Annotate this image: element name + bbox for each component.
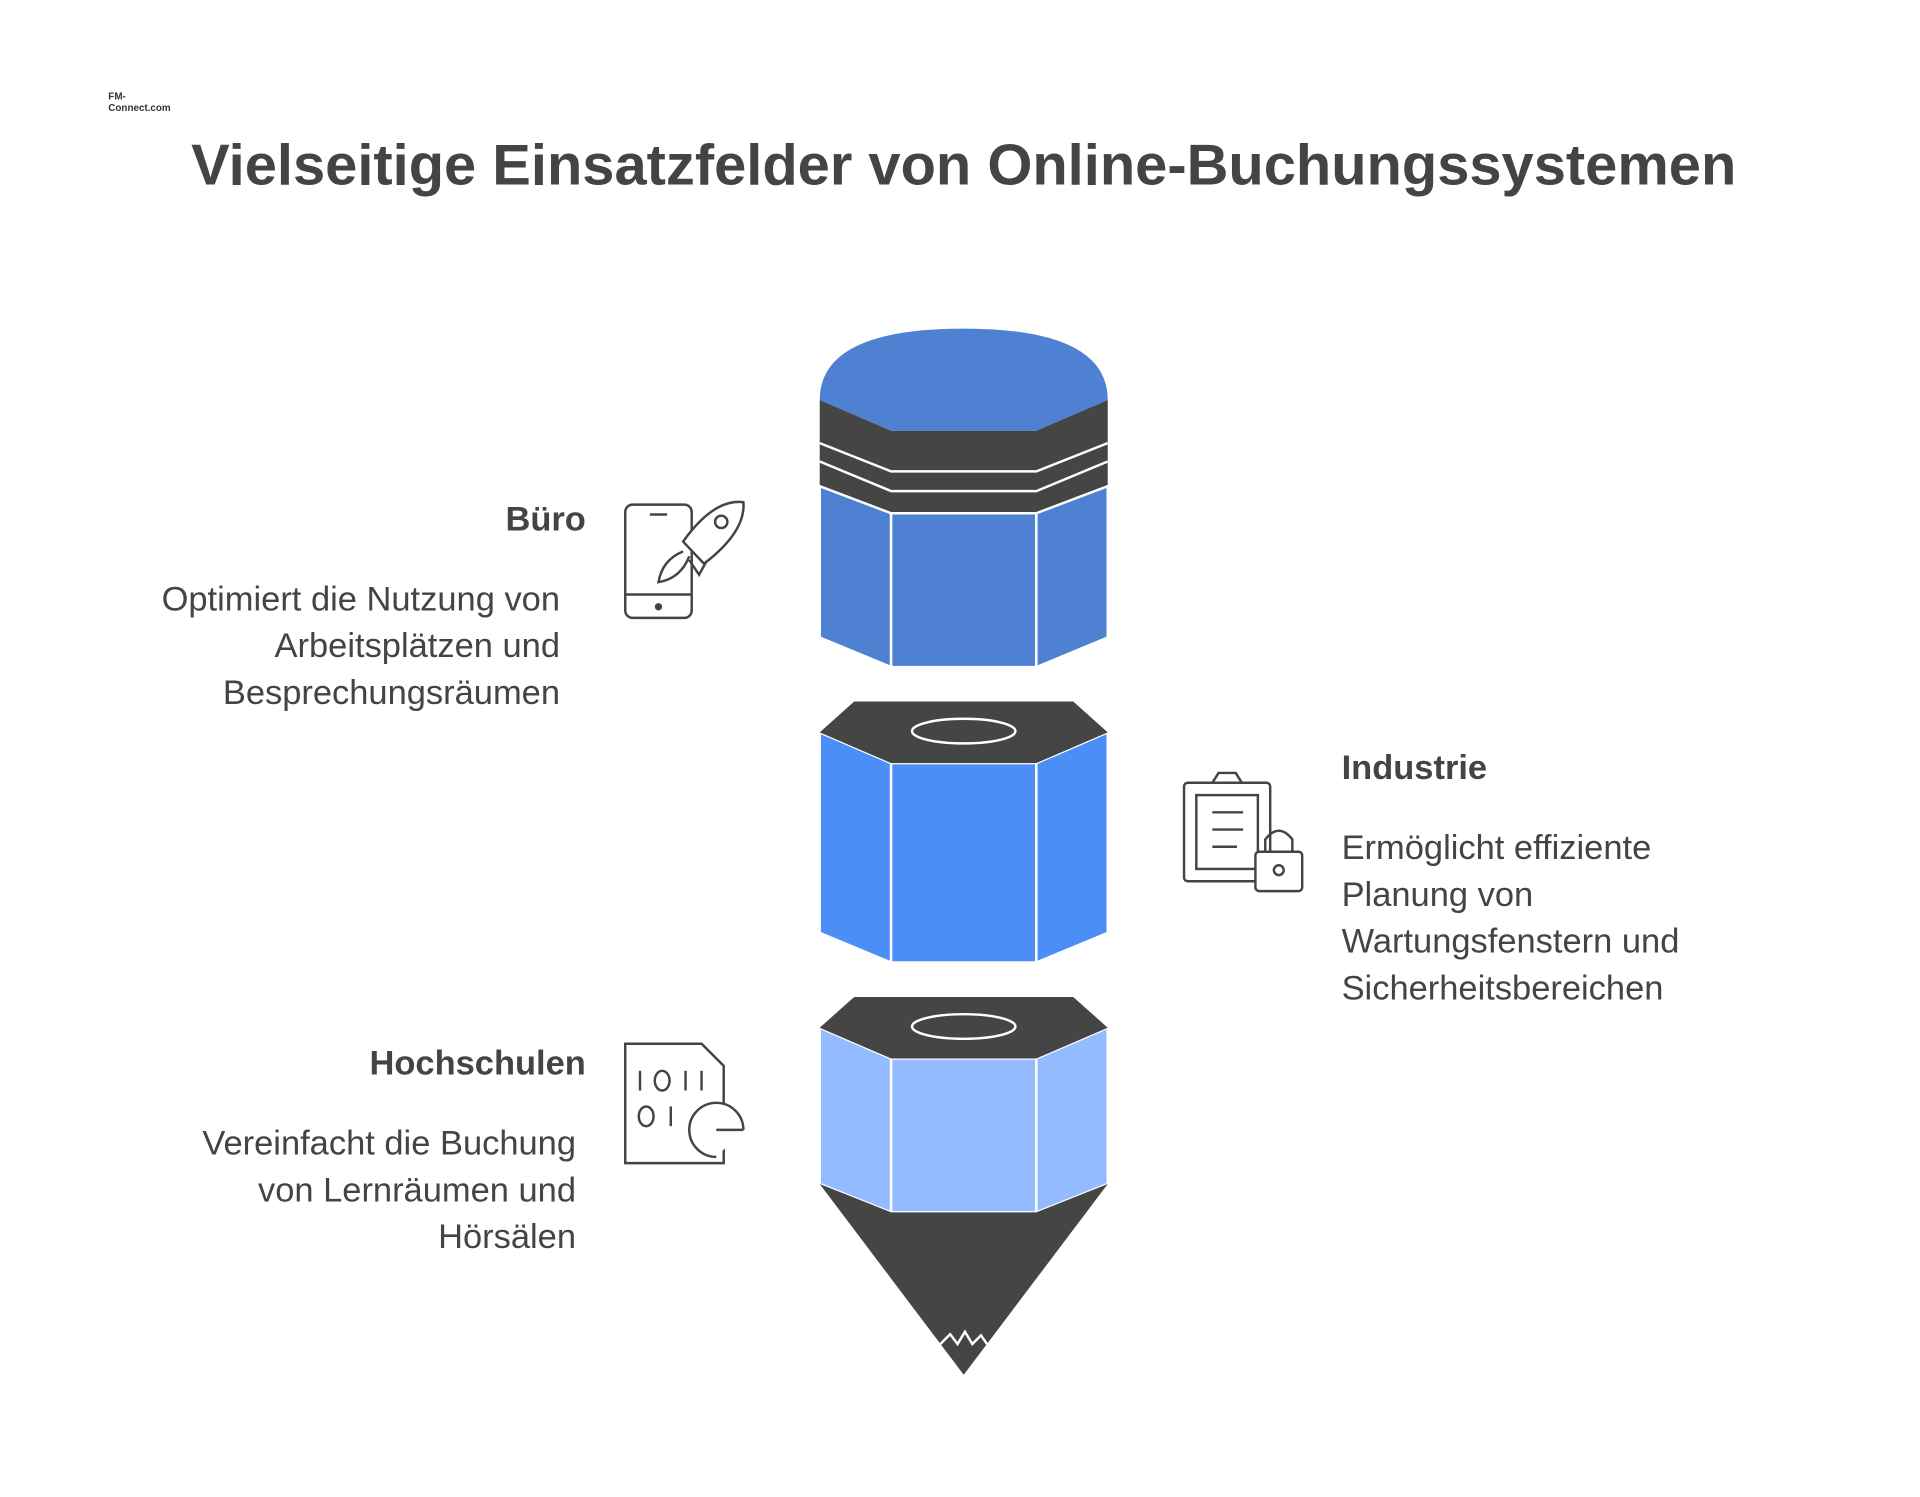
- desc-line: Optimiert die Nutzung von: [161, 579, 561, 618]
- page-title: Vielseitige Einsatzfelder von Online-Buc…: [191, 131, 1737, 197]
- heading-industrie: Industrie: [1341, 748, 1488, 787]
- description-hochschulen: Vereinfacht die Buchung von Lernräumen u…: [202, 1120, 576, 1260]
- desc-line: Arbeitsplätzen und: [274, 626, 561, 665]
- segment-industrie: [818, 701, 1109, 965]
- pencil-tip: [819, 1184, 1108, 1375]
- description-industrie: Ermöglicht effiziente Planung von Wartun…: [1342, 825, 1680, 1012]
- phone-rocket-icon: [624, 500, 745, 620]
- pencil-eraser-cap: [819, 328, 1109, 514]
- desc-line: Sicherheitsbereichen: [1341, 968, 1664, 1007]
- heading-buero: Büro: [505, 499, 586, 538]
- segment-hochschulen: [818, 996, 1109, 1215]
- clipboard-lock-icon: [1182, 771, 1304, 893]
- heading-hochschulen: Hochschulen: [369, 1043, 586, 1082]
- desc-line: Besprechungsräumen: [222, 673, 561, 712]
- description-buero: Optimiert die Nutzung von Arbeitsplätzen…: [162, 576, 560, 716]
- logo: FM-Connect.com: [98, 86, 172, 116]
- desc-line: Vereinfacht die Buchung: [202, 1123, 577, 1162]
- desc-line: Wartungsfenstern und: [1341, 921, 1680, 961]
- desc-line: Hörsälen: [438, 1217, 577, 1256]
- logo-text: FM-Connect.com: [108, 91, 171, 114]
- desc-line: von Lernräumen und: [257, 1170, 577, 1209]
- desc-line: Planung von: [1341, 875, 1534, 914]
- segment-buero: [818, 484, 1109, 669]
- desc-line: Ermöglicht effiziente: [1341, 828, 1652, 867]
- binary-file-refresh-icon: [624, 1042, 745, 1165]
